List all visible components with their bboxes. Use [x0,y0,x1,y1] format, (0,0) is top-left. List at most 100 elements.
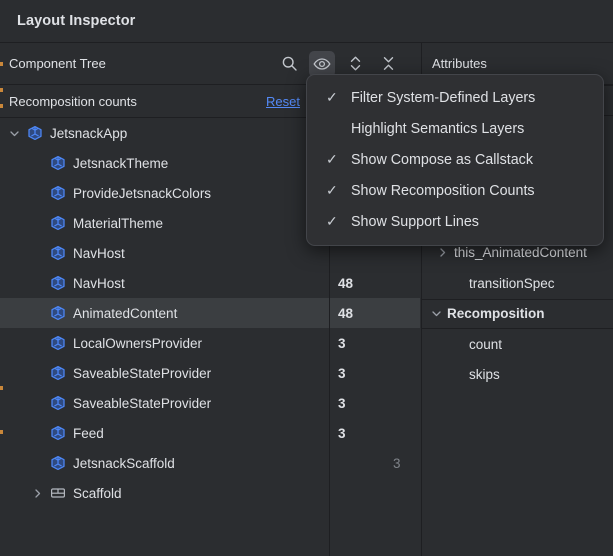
tree-row-label: JetsnackApp [50,125,128,141]
tree-indent-spacer [31,337,44,350]
tree-indent-spacer [31,277,44,290]
tree-indent-spacer [31,307,44,320]
chevron-right-icon[interactable] [435,247,449,258]
expand-all-icon[interactable] [342,51,368,77]
checkmark-icon: ✓ [326,213,338,229]
tree-row-label: JetsnackScaffold [73,455,175,471]
tree-indent-spacer [31,187,44,200]
compose-node-icon [50,425,66,441]
chevron-down-icon[interactable] [8,127,21,140]
tree-row-label: LocalOwnersProvider [73,335,203,351]
recomposition-count: 48 [338,305,354,321]
chevron-down-icon[interactable] [429,308,443,319]
tree-row[interactable]: MaterialTheme [0,208,420,238]
recomposition-count: 48 [338,275,354,291]
popup-menu-item[interactable]: ✓ Show Recomposition Counts [307,175,603,206]
window-titlebar: Layout Inspector [0,0,613,43]
recomposition-counts-bar: Recomposition counts Reset [0,85,420,118]
popup-menu-item-label: Show Support Lines [351,213,479,230]
recomposition-count: 3 [338,365,346,381]
tree-indent-spacer [31,217,44,230]
chevron-right-icon[interactable] [31,487,44,500]
tree-column-divider [329,118,330,556]
recomposition-count: 3 [338,395,346,411]
tree-row-label: Feed [73,425,104,441]
attribute-name: skips [469,367,500,383]
tree-row[interactable]: LocalOwnersProvider 3 [0,328,420,358]
compose-node-icon [50,335,66,351]
attribute-section-header[interactable]: Recomposition [422,298,613,329]
popup-menu-item[interactable]: ✓ Show Support Lines [307,206,603,237]
tree-row-label: SaveableStateProvider [73,365,212,381]
eye-icon[interactable] [309,50,335,77]
tree-row[interactable]: AnimatedContent 48 [0,298,420,328]
tree-row-label: MaterialTheme [73,215,164,231]
view-node-icon [50,485,66,501]
checkmark-icon: ✓ [326,151,338,167]
tree-row[interactable]: JetsnackScaffold 3 [0,448,420,478]
gutter-mark [0,430,3,434]
toolbar-icon-group [276,50,420,77]
popup-menu-item[interactable]: ✓ Filter System-Defined Layers [307,82,603,113]
recomposition-count: 3 [338,335,346,351]
component-tree-label: Component Tree [9,56,106,71]
tree-indent-spacer [31,157,44,170]
tree-row[interactable]: NavHost 48 [0,268,420,298]
popup-menu-item-label: Filter System-Defined Layers [351,89,536,106]
gutter-mark [0,386,3,390]
compose-node-icon [50,275,66,291]
tree-indent-spacer [31,367,44,380]
collapse-all-icon[interactable] [375,51,401,77]
recomposition-count: 3 [338,425,346,441]
attribute-row[interactable]: this_AnimatedContent [422,238,613,269]
attribute-name: this_AnimatedContent [454,245,587,261]
compose-node-icon [50,245,66,261]
search-icon[interactable] [276,51,302,77]
component-tree-toolbar: Component Tree [0,43,420,84]
compose-node-icon [50,305,66,321]
gutter-mark [0,104,3,108]
tree-row[interactable]: NavHost [0,238,420,268]
skip-count: 3 [393,455,401,471]
tree-row-label: ProvideJetsnackColors [73,185,212,201]
tree-indent-spacer [31,457,44,470]
checkmark-icon: ✓ [326,182,338,198]
compose-node-icon [50,455,66,471]
tree-row[interactable]: JetsnackApp [0,118,420,148]
attributes-label: Attributes [432,56,487,71]
popup-menu-item[interactable]: ✓ Show Compose as Callstack [307,144,603,175]
tree-row[interactable]: Scaffold [0,478,420,508]
attribute-name: count [469,336,503,352]
attribute-row[interactable]: count [422,329,613,360]
popup-menu-item-label: Show Compose as Callstack [351,151,533,168]
tree-indent-spacer [31,427,44,440]
checkmark-icon: ✓ [326,89,338,105]
tree-row[interactable]: SaveableStateProvider 3 [0,388,420,418]
popup-menu-item[interactable]: Highlight Semantics Layers [307,113,603,144]
reset-link[interactable]: Reset [266,93,300,109]
tree-row-label: AnimatedContent [73,305,178,321]
tree-row-label: Scaffold [73,485,122,501]
gutter-mark [0,88,3,92]
attributes-toolbar: Attributes [421,43,613,84]
tree-indent-spacer [31,397,44,410]
attribute-row[interactable]: transitionSpec [422,268,613,299]
popup-menu-item-label: Show Recomposition Counts [351,182,535,199]
tree-row[interactable]: SaveableStateProvider 3 [0,358,420,388]
tree-indent-spacer [31,247,44,260]
attribute-row[interactable]: skips [422,360,613,391]
gutter-mark [0,62,3,66]
recomposition-counts-label: Recomposition counts [9,93,137,109]
tree-row-label: NavHost [73,245,125,261]
tree-row[interactable]: ProvideJetsnackColors [0,178,420,208]
tree-row-label: SaveableStateProvider [73,395,212,411]
tree-row[interactable]: JetsnackTheme [0,148,420,178]
attribute-section-label: Recomposition [447,306,545,322]
tree-row[interactable]: Feed 3 [0,418,420,448]
attribute-name: transitionSpec [469,275,555,291]
tree-row-label: NavHost [73,275,125,291]
popup-menu-item-label: Highlight Semantics Layers [351,120,525,137]
